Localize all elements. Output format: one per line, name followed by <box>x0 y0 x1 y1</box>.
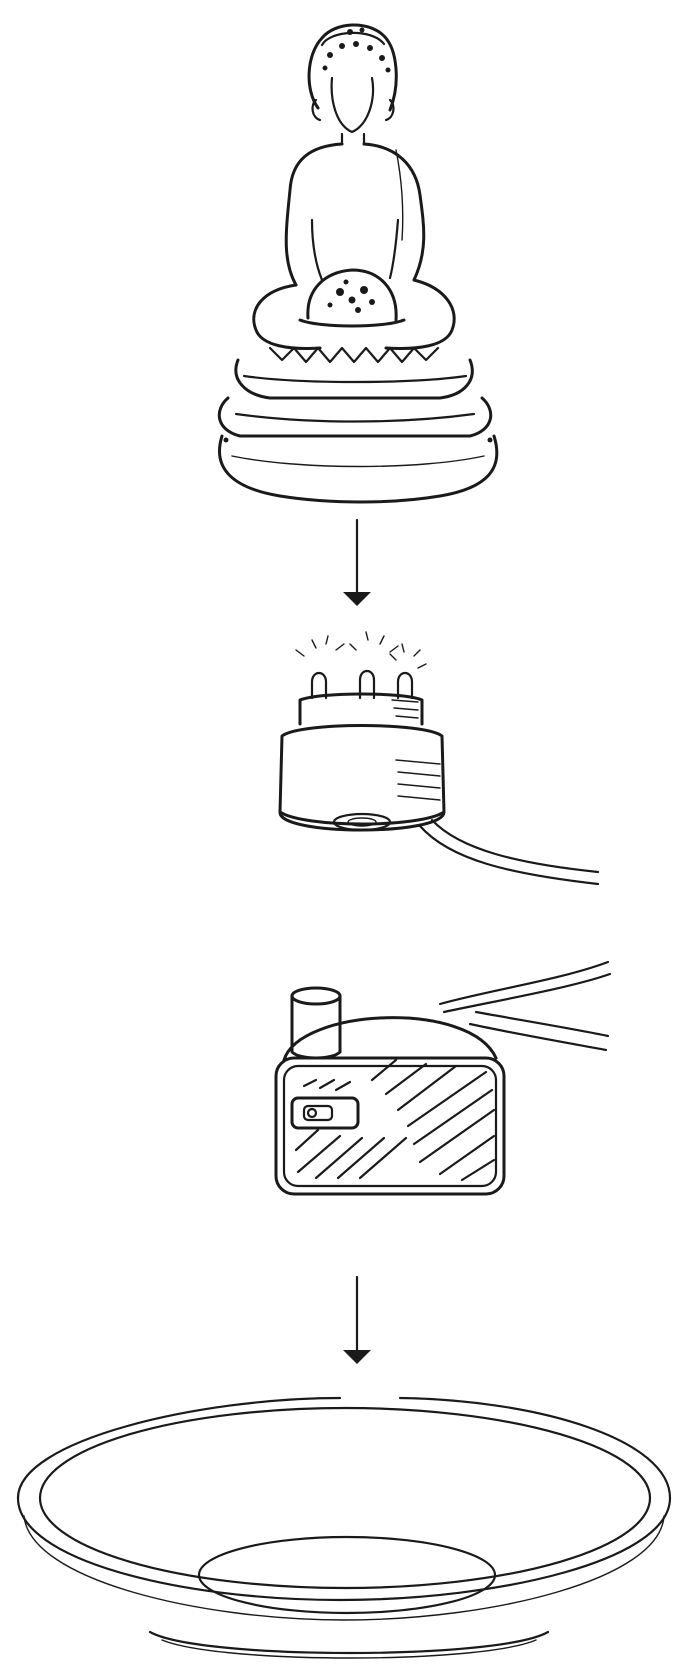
buddha-statue-icon <box>219 25 497 502</box>
arrow-down-icon <box>343 520 371 606</box>
submersible-pump-icon <box>276 962 610 1194</box>
led-light-icon <box>280 632 598 884</box>
arrow-down-icon <box>343 1277 371 1364</box>
bowl-icon <box>18 1398 670 1658</box>
